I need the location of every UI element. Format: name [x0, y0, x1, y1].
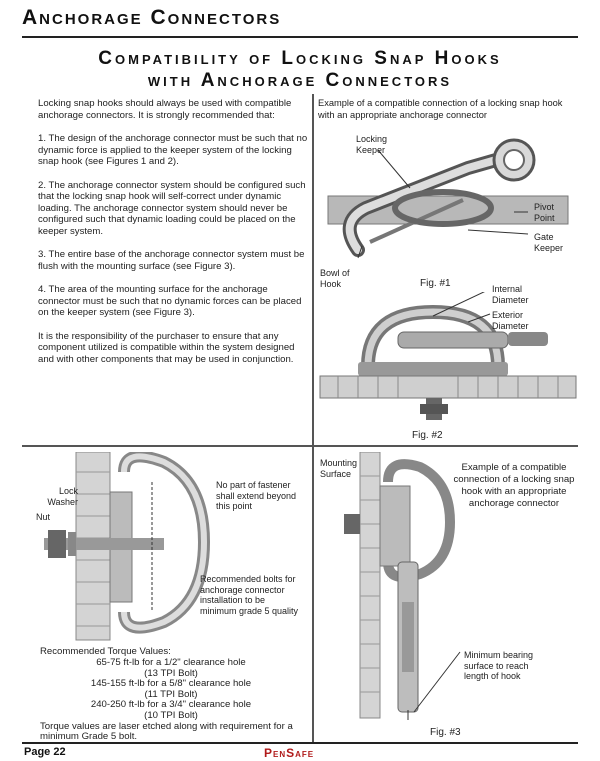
fig3-caption: Example of a compatible connection of a …	[453, 462, 575, 509]
min-bearing-label: Minimum bearing surface to reach length …	[464, 650, 534, 681]
torque-row-3-bolt: (10 TPI Bolt)	[144, 709, 198, 721]
intro-responsibility: It is the responsibility of the purchase…	[38, 330, 295, 365]
mounting-surface-label: Mounting Surface	[320, 458, 358, 479]
intro-point-2: 2. The anchorage connector system should…	[38, 179, 306, 237]
locking-keeper-label: Locking Keeper	[356, 134, 388, 155]
bowl-of-hook-label: Bowl of Hook	[320, 268, 350, 289]
internal-diameter-label: Internal Diameter	[492, 284, 529, 305]
page-number: Page 22	[24, 746, 66, 758]
main-title-line2: with Anchorage Connectors	[147, 70, 453, 91]
fig3-illustration	[344, 452, 461, 720]
torque-row-3: 240-250 ft-lb for a 3/4" clearance hole	[90, 699, 252, 710]
section-header: Anchorage Connectors	[22, 6, 282, 29]
fig2-illustration	[319, 292, 577, 420]
intro-text: Locking snap hooks should always be used…	[38, 98, 308, 377]
torque-heading: Recommended Torque Values:	[40, 646, 171, 657]
intro-point-1: 1. The design of the anchorage connector…	[38, 133, 308, 167]
panel-grid	[22, 94, 578, 743]
gate-keeper-label: Gate Keeper	[534, 232, 564, 253]
main-title-line1: Compatibility of Locking Snap Hooks	[98, 48, 502, 69]
torque-note: Torque values are laser etched along wit…	[40, 721, 293, 742]
fig1-caption: Example of a compatible connection of a …	[318, 98, 563, 120]
intro-lead: Locking snap hooks should always be used…	[38, 98, 292, 121]
no-fastener-label: No part of fastener shall extend beyond …	[216, 480, 297, 511]
exterior-diameter-label: Exterior Diameter	[492, 310, 529, 331]
fig1-illustration	[327, 138, 569, 259]
torque-list: 65-75 ft-lb for a 1/2" clearance hole (1…	[40, 657, 302, 721]
intro-point-4: 4. The area of the mounting surface for …	[38, 284, 302, 318]
torque-row-1: 65-75 ft-lb for a 1/2" clearance hole	[96, 657, 246, 668]
lock-washer-label: Lock Washer	[47, 486, 78, 507]
bolt-illustration	[44, 452, 211, 641]
brand-logo-text: PenSafe	[264, 746, 315, 760]
pivot-point-label: Pivot Point	[534, 202, 555, 223]
header-rule	[22, 36, 578, 38]
fig2-label: Fig. #2	[412, 430, 443, 441]
recommended-bolts-label: Recommended bolts for anchorage connecto…	[200, 574, 299, 616]
torque-row-2: 145-155 ft-lb for a 5/8" clearance hole	[90, 678, 252, 689]
footer-rule	[22, 742, 578, 744]
nut-label: Nut	[36, 512, 51, 522]
intro-point-3: 3. The entire base of the anchorage conn…	[38, 249, 305, 272]
fig3-label: Fig. #3	[430, 727, 461, 738]
torque-row-1-bolt: (13 TPI Bolt)	[144, 667, 198, 679]
fig1-label: Fig. #1	[420, 278, 451, 289]
torque-row-2-bolt: (11 TPI Bolt)	[144, 688, 198, 700]
